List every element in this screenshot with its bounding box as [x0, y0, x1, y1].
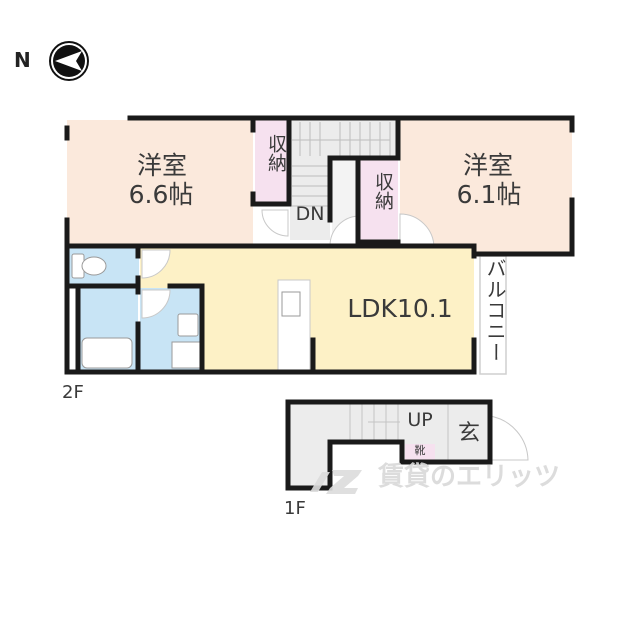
shoe-closet-fill: [405, 444, 435, 460]
stair-treads-1f: [349, 404, 449, 460]
watermark-text: 賃貸のエリッツ: [378, 462, 561, 492]
fixtures: [71, 253, 201, 369]
eliz-logo-icon: [310, 470, 362, 494]
entrance-door-swing: [489, 415, 529, 461]
balcony-label: バルコニー: [483, 258, 507, 363]
western-room-1-fill: [67, 120, 253, 246]
north-label: N: [14, 48, 31, 72]
balcony-fill: [479, 255, 507, 375]
closet-1-label: 収納: [265, 134, 287, 172]
door-swings: [141, 209, 435, 319]
ldk-label: LDK10.1: [347, 294, 453, 323]
floor-1f-label: 1F: [284, 498, 306, 519]
watermark: 賃貸のエリッツ: [300, 462, 580, 498]
walls-1f: [285, 399, 493, 491]
ground-floor-fill: [288, 402, 490, 488]
north-arrow-icon: [49, 41, 89, 81]
floor-2f-label: 2F: [62, 382, 84, 403]
stair-treads-2f: [292, 122, 391, 207]
compass: N: [14, 40, 114, 82]
western-room-2-size: 6.1帖: [456, 180, 522, 209]
stairs-up-label: UP: [407, 409, 433, 431]
closet-1-fill: [255, 120, 289, 204]
closet-2-label: 収納: [372, 172, 394, 210]
western-room-1-size: 6.6帖: [128, 180, 194, 209]
walls-2f: [64, 115, 575, 375]
shoe-closet-label: 靴: [414, 444, 426, 457]
stairs-down-label: DN: [295, 203, 325, 225]
closet-2-fill: [358, 160, 398, 240]
entrance-label: 玄: [457, 421, 480, 446]
western-room-2-name: 洋室: [462, 151, 513, 180]
western-room-1-name: 洋室: [136, 151, 187, 180]
